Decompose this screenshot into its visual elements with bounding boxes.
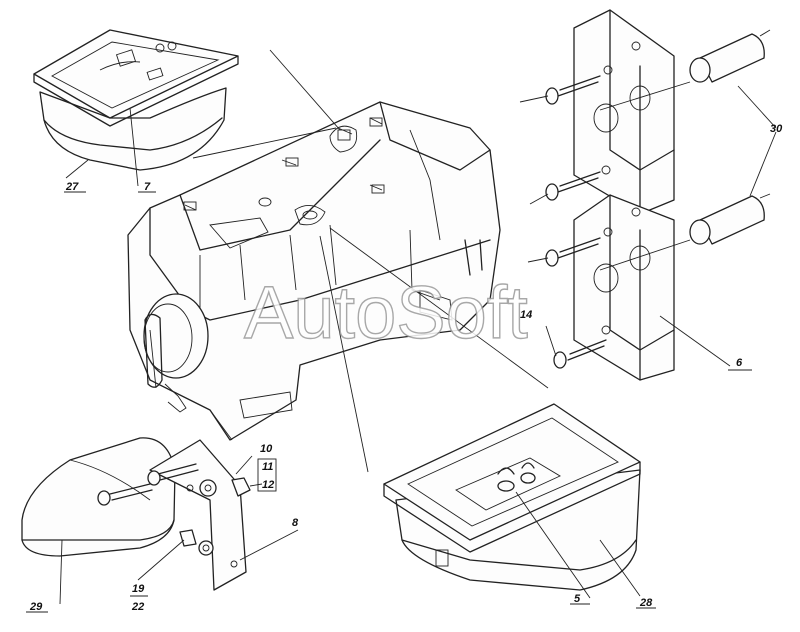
- screws-part-14: [519, 75, 691, 369]
- callout-8: 8: [292, 517, 299, 529]
- top-lid-part-7: [33, 29, 239, 127]
- cylinder-lower-part-30: [689, 193, 771, 245]
- callout-30: 30: [770, 123, 783, 135]
- callout-14: 14: [520, 309, 532, 321]
- watermark: AutoSoft: [244, 271, 528, 354]
- callout-27: 27: [65, 181, 79, 193]
- machine-head-body: [127, 101, 501, 441]
- mounting-plate-upper: [573, 9, 675, 215]
- callout-19: 19: [132, 583, 145, 595]
- callout-7: 7: [144, 181, 151, 193]
- mounting-plate-lower: [573, 194, 675, 381]
- callout-10: 10: [260, 443, 273, 455]
- callout-28: 28: [639, 597, 653, 609]
- fasteners: [97, 463, 263, 556]
- callout-11: 11: [262, 461, 273, 473]
- top-cover-part-27: [39, 87, 227, 171]
- bracket-part-8: [149, 439, 247, 591]
- callout-11-12-box: [257, 458, 277, 492]
- callout-22: 22: [131, 601, 144, 613]
- callout-5: 5: [574, 593, 581, 605]
- callout-6: 6: [736, 357, 743, 369]
- callout-12: 12: [262, 479, 274, 491]
- cylinder-upper-part-30: [689, 29, 771, 83]
- callout-29: 29: [29, 601, 43, 613]
- base-frame-part-5: [383, 403, 641, 553]
- handwheel: [143, 293, 209, 413]
